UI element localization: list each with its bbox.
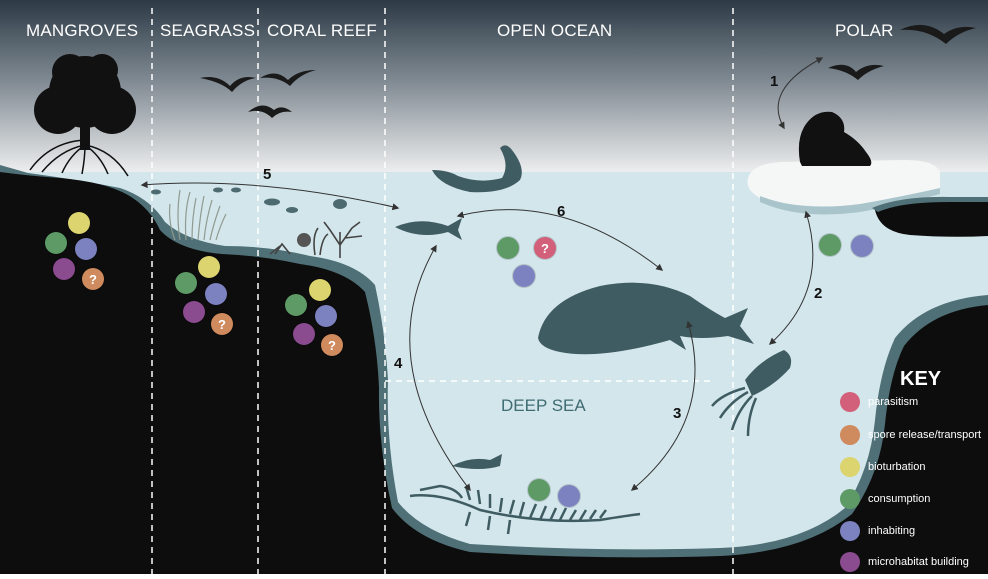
coral-spore-unknown-dot: ? [321, 334, 343, 356]
deep-sea-consumption-dot [528, 479, 550, 501]
mangroves-consumption-dot [45, 232, 67, 254]
zone-label-open-ocean: OPEN OCEAN [497, 21, 612, 41]
key-swatch [840, 521, 860, 541]
deep-sea-inhabiting-dot [558, 485, 580, 507]
key-item-spore-release: spore release/transport [840, 424, 981, 446]
seagrass-consumption-dot [175, 272, 197, 294]
open-ocean-consumption-dot [497, 237, 519, 259]
seagrass-spore-unknown-dot: ? [211, 313, 233, 335]
zone-label-polar: POLAR [835, 21, 894, 41]
mangroves-microhabitat-dot [53, 258, 75, 280]
key-label: spore release/transport [868, 429, 981, 441]
key-swatch [840, 552, 860, 572]
seagrass-inhabiting-dot [205, 283, 227, 305]
open-ocean-inhabiting-dot [513, 265, 535, 287]
deep-sea-label: DEEP SEA [501, 396, 586, 416]
key-label: microhabitat building [868, 556, 969, 568]
interaction-number-4: 4 [394, 355, 402, 372]
seagrass-microhabitat-dot [183, 301, 205, 323]
coral-blob [297, 233, 311, 247]
mangroves-inhabiting-dot [75, 238, 97, 260]
zone-label-mangroves: MANGROVES [26, 21, 138, 41]
key-label: bioturbation [868, 461, 926, 473]
interaction-number-6: 6 [557, 203, 565, 220]
key-swatch [840, 425, 860, 445]
zone-label-coral-reef: CORAL REEF [267, 21, 377, 41]
key-item-consumption: consumption [840, 488, 930, 510]
open-ocean-parasitism-unknown-dot: ? [534, 237, 556, 259]
polar-inhabiting-dot [851, 235, 873, 257]
key-item-bioturbation: bioturbation [840, 456, 926, 478]
mangroves-bioturbation-dot [68, 212, 90, 234]
zone-label-seagrass: SEAGRASS [160, 21, 255, 41]
coral-bioturbation-dot [309, 279, 331, 301]
polar-consumption-dot [819, 234, 841, 256]
key-label: inhabiting [868, 525, 915, 537]
key-item-microhabitat-building: microhabitat building [840, 551, 969, 573]
interaction-number-2: 2 [814, 285, 822, 302]
key-label: parasitism [868, 396, 918, 408]
coral-inhabiting-dot [315, 305, 337, 327]
key-label: consumption [868, 493, 930, 505]
key-title: KEY [900, 368, 941, 391]
coral-microhabitat-dot [293, 323, 315, 345]
mangroves-spore-unknown-dot: ? [82, 268, 104, 290]
key-swatch [840, 457, 860, 477]
key-swatch [840, 489, 860, 509]
key-swatch [840, 392, 860, 412]
interaction-number-5: 5 [263, 166, 271, 183]
key-item-parasitism: parasitism [840, 391, 918, 413]
interaction-number-3: 3 [673, 405, 681, 422]
key-item-inhabiting: inhabiting [840, 520, 915, 542]
coral-consumption-dot [285, 294, 307, 316]
interaction-number-1: 1 [770, 73, 778, 90]
seagrass-bioturbation-dot [198, 256, 220, 278]
